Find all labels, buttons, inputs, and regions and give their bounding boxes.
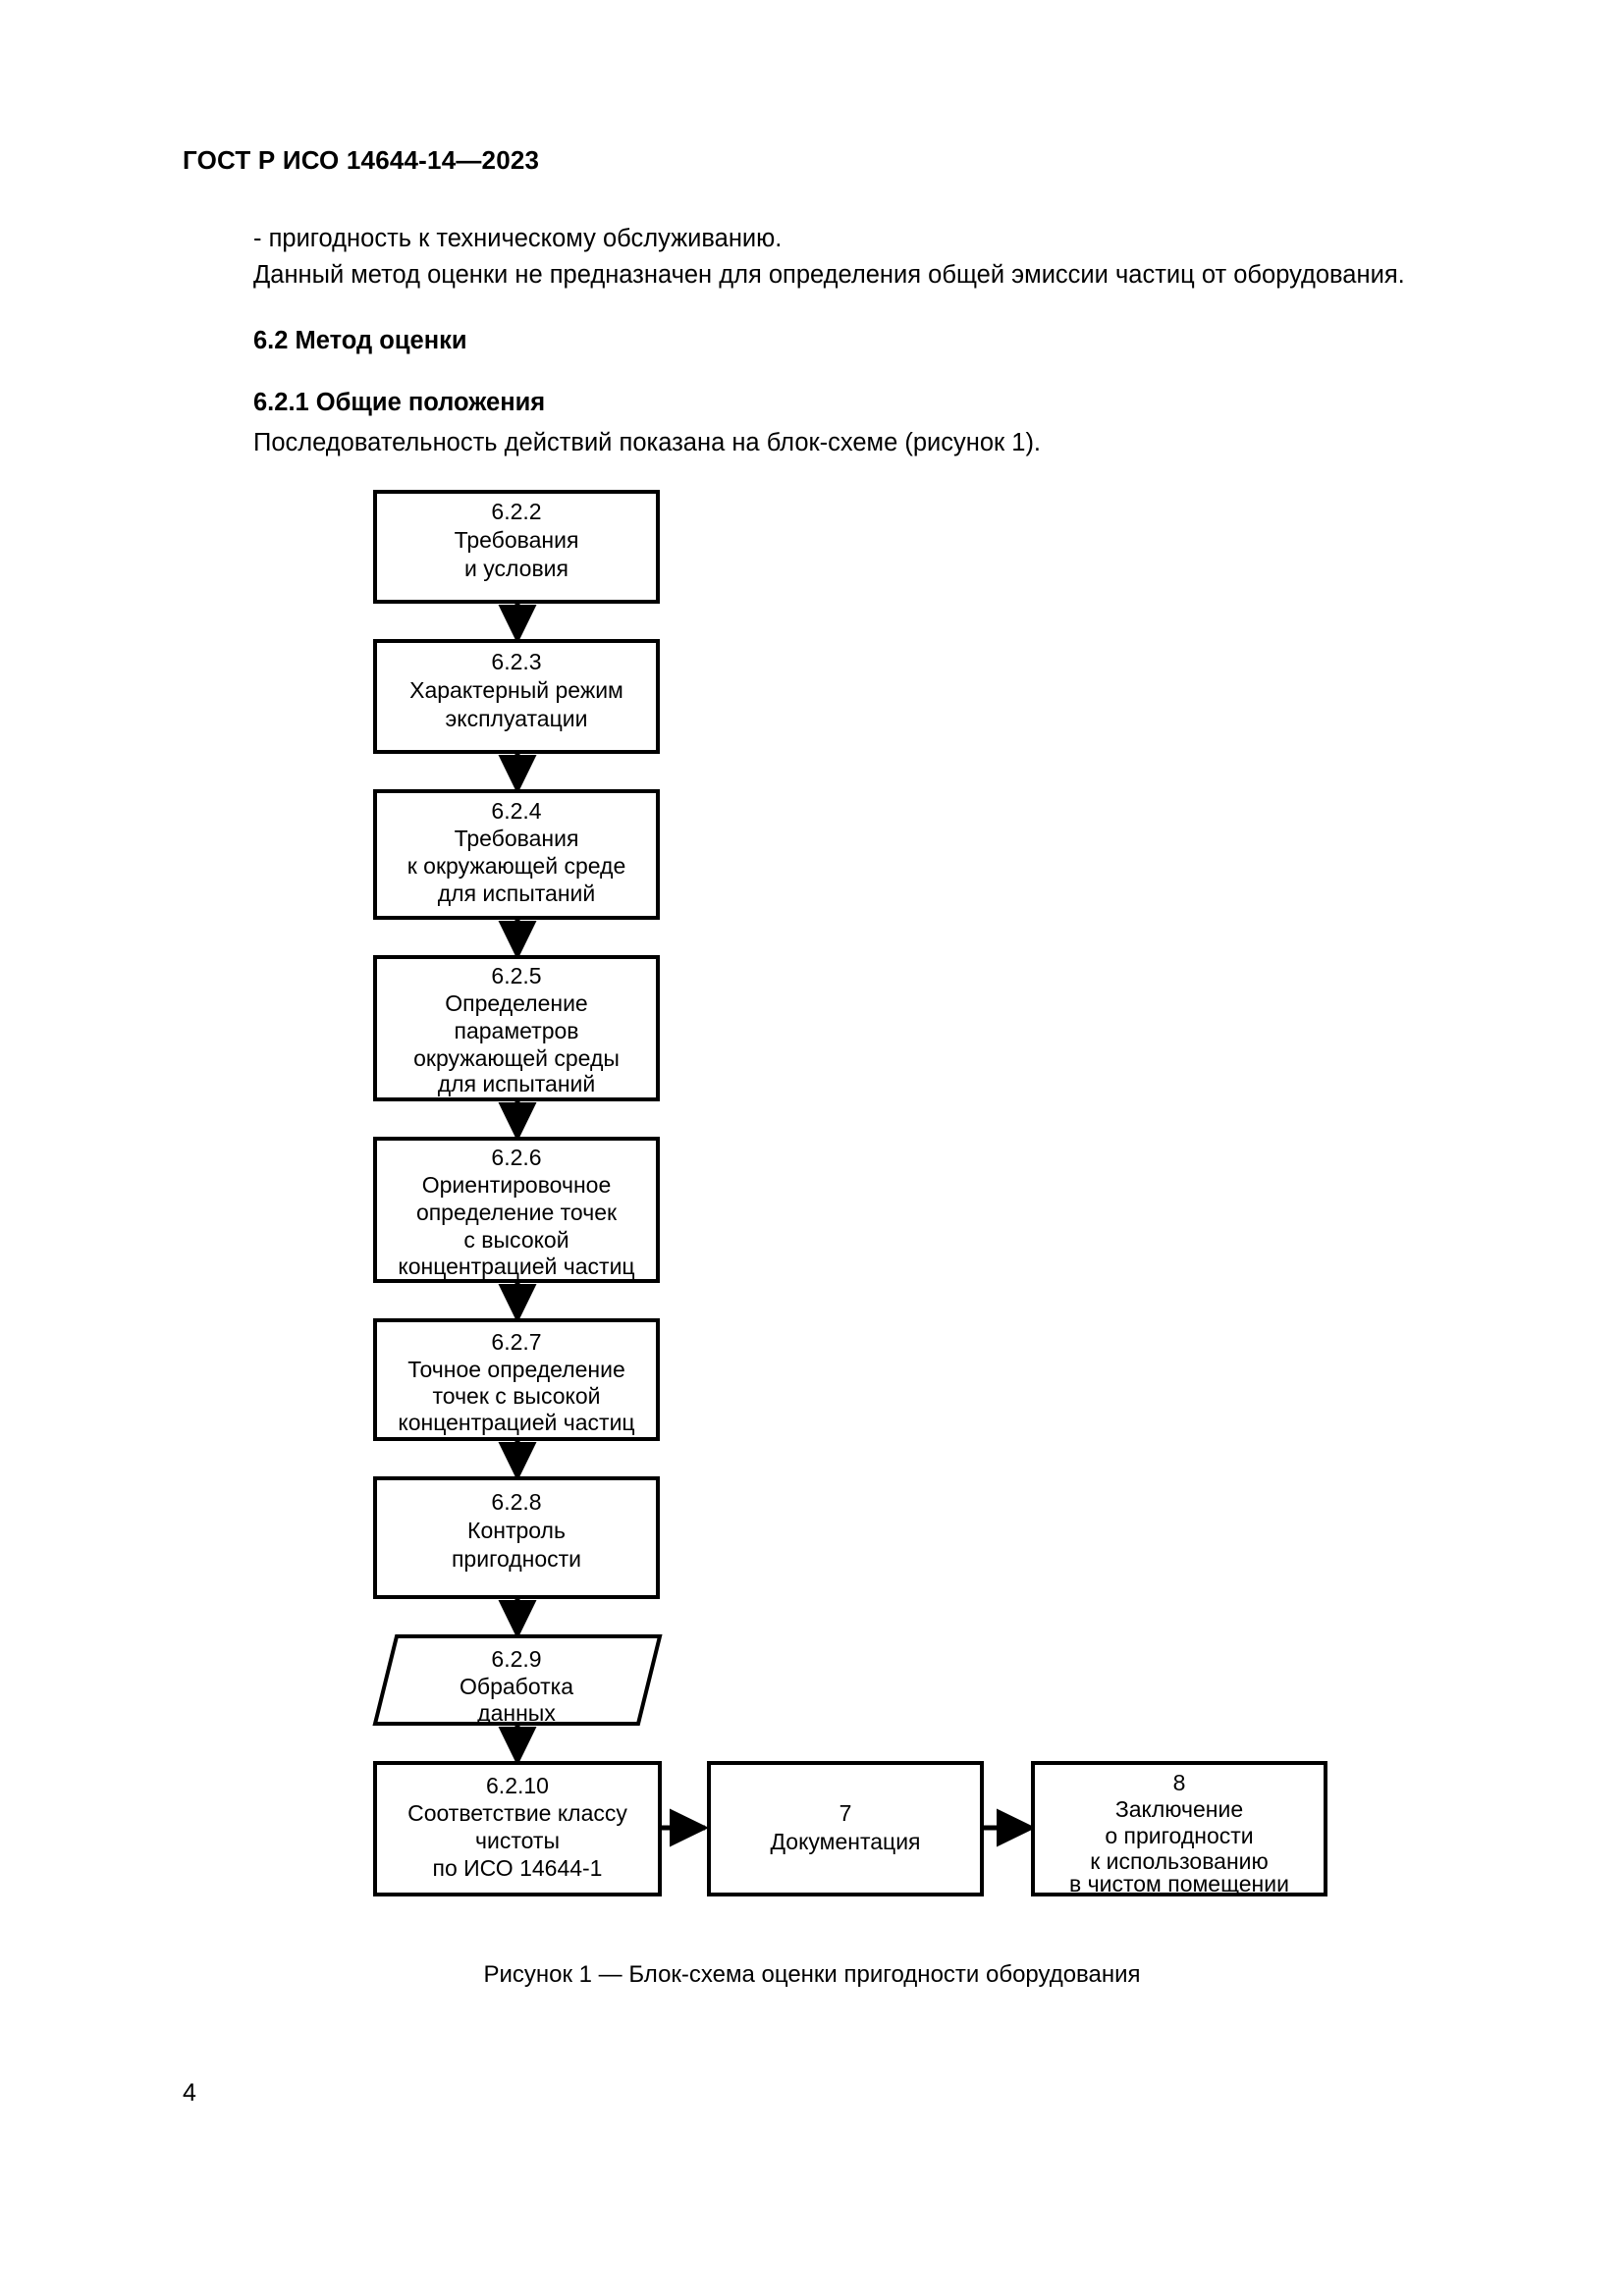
node-line: 6.2.2: [491, 499, 541, 524]
node-line: Точное определение: [407, 1357, 625, 1382]
node-shape-rect: [373, 490, 660, 604]
section-heading-6-2-1: 6.2.1 Общие положения: [253, 389, 546, 416]
node-shape-rect: [1031, 1761, 1327, 1896]
node-line: по ИСО 14644-1: [433, 1855, 603, 1881]
node-line: концентрацией частиц: [398, 1410, 634, 1435]
node-line: Обработка: [460, 1674, 573, 1699]
node-shape-rect: [373, 1761, 662, 1896]
section-heading-6-2: 6.2 Метод оценки: [253, 327, 467, 354]
node-line: 6.2.9: [491, 1646, 541, 1672]
node-shape-rect: [373, 639, 660, 754]
body-text-block: - пригодность к техническому обслуживани…: [253, 221, 1530, 461]
node-line: Соответствие классу: [407, 1800, 627, 1826]
node-line: Контроль: [467, 1518, 566, 1543]
flow-node-6-2-6[interactable]: 6.2.6 Ориентировочное определение точек …: [373, 1137, 660, 1283]
page-number: 4: [183, 2079, 196, 2107]
flow-node-6-2-10[interactable]: 6.2.10 Соответствие классу чистоты по ИС…: [373, 1761, 662, 1896]
node-line: Документация: [770, 1829, 920, 1854]
flowchart-connectors: [498, 602, 1037, 1847]
node-line: 6.2.5: [491, 963, 541, 988]
node-line: 6.2.6: [491, 1145, 541, 1170]
flow-node-6-2-4[interactable]: 6.2.4 Требования к окружающей среде для …: [373, 789, 660, 920]
node-line: 8: [1173, 1770, 1186, 1795]
node-line: к окружающей среде: [407, 853, 626, 879]
node-line: параметров: [454, 1018, 578, 1043]
node-line: к использованию: [1090, 1848, 1269, 1874]
running-header: ГОСТ Р ИСО 14644-14—2023: [183, 145, 540, 175]
node-line: окружающей среды: [413, 1045, 620, 1071]
note-emission-scope: Данный метод оценки не предназначен для …: [253, 261, 1405, 289]
node-line: пригодности: [452, 1546, 581, 1572]
node-line: 6.2.7: [491, 1329, 541, 1355]
node-line: Ориентировочное: [422, 1172, 612, 1198]
node-line: и условия: [464, 556, 568, 581]
node-shape-rect: [373, 955, 660, 1101]
node-line: Требования: [455, 826, 579, 851]
node-line: эксплуатации: [446, 706, 588, 731]
figure-caption: Рисунок 1 — Блок-схема оценки пригодност…: [483, 1961, 1141, 1988]
node-line: 6.2.4: [491, 798, 541, 824]
node-line: определение точек: [416, 1200, 618, 1225]
flow-node-6-2-9[interactable]: 6.2.9 Обработка данных: [372, 1634, 663, 1726]
node-shape-parallelogram: [372, 1634, 663, 1726]
node-line: 6.2.8: [491, 1489, 541, 1515]
node-line: в чистом помещении: [1069, 1871, 1289, 1896]
node-line: чистоты: [475, 1828, 560, 1853]
node-shape-rect: [707, 1761, 984, 1896]
node-line: Требования: [455, 527, 579, 553]
intro-sequence-sentence: Последовательность действий показана на …: [253, 429, 1042, 456]
node-line: данных: [477, 1700, 556, 1726]
flow-node-6-2-8[interactable]: 6.2.8 Контроль пригодности: [373, 1476, 660, 1599]
flow-node-6-2-3[interactable]: 6.2.3 Характерный режим эксплуатации: [373, 639, 660, 754]
node-line: для испытаний: [438, 1071, 595, 1096]
node-line: концентрацией частиц: [398, 1254, 634, 1279]
bullet-maintenance-suitability: - пригодность к техническому обслуживани…: [253, 225, 783, 252]
node-line: Заключение: [1115, 1796, 1243, 1822]
node-line: точек с высокой: [433, 1383, 601, 1409]
node-line: о пригодности: [1105, 1823, 1253, 1848]
flow-node-7[interactable]: 7 Документация: [707, 1761, 984, 1896]
flow-node-6-2-5[interactable]: 6.2.5 Определение параметров окружающей …: [373, 955, 660, 1101]
node-line: 6.2.3: [491, 649, 541, 674]
node-shape-rect: [373, 789, 660, 920]
node-shape-rect: [373, 1318, 660, 1441]
node-line: для испытаний: [438, 881, 595, 906]
node-shape-rect: [373, 1137, 660, 1283]
node-shape-rect: [373, 1476, 660, 1599]
flow-node-6-2-2[interactable]: 6.2.2 Требования и условия: [373, 490, 660, 604]
node-line: 6.2.10: [486, 1773, 549, 1798]
flow-node-8[interactable]: 8 Заключение о пригодности к использован…: [1031, 1761, 1327, 1896]
node-line: Определение: [445, 990, 587, 1016]
node-line: с высокой: [463, 1227, 568, 1253]
node-line: Характерный режим: [409, 677, 623, 703]
node-line: 7: [839, 1800, 852, 1826]
flow-node-6-2-7[interactable]: 6.2.7 Точное определение точек с высокой…: [373, 1318, 660, 1441]
